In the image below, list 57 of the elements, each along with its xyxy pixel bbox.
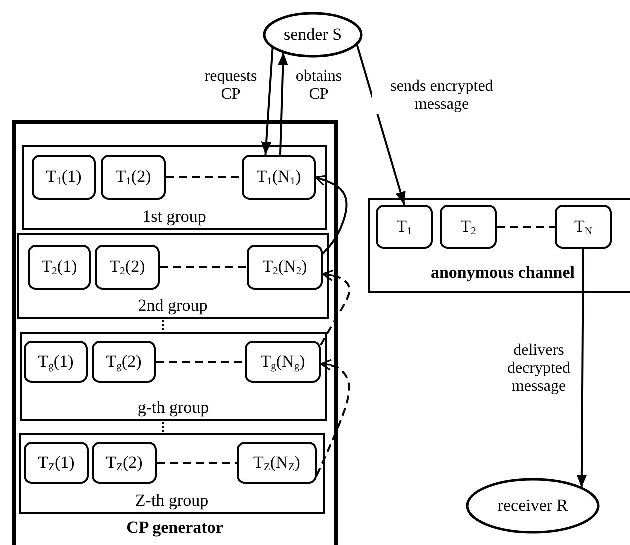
rounded-box xyxy=(92,442,157,484)
group-label: 2nd group xyxy=(137,296,209,316)
node-label: T$_{2}$ xyxy=(460,216,476,238)
arrow xyxy=(278,52,288,156)
rounded-box xyxy=(24,442,89,484)
node-label: T$_{2}$(N$_{2}$) xyxy=(262,257,308,278)
node-label: T$_{g}$(2) xyxy=(106,352,142,372)
node-label: T$_{1}$(N$_{1}$) xyxy=(256,167,302,188)
ellipse-node xyxy=(466,478,600,534)
node-label: receiver R xyxy=(498,496,568,516)
arrow xyxy=(320,270,351,346)
node-label: T$_{2}$(2) xyxy=(110,257,146,278)
arrow xyxy=(315,175,348,255)
rounded-box xyxy=(237,442,317,484)
group-label: CP generator xyxy=(126,518,224,538)
node-label: T$_{Z}$(2) xyxy=(106,452,143,474)
rounded-box xyxy=(376,205,433,249)
group-box xyxy=(17,233,329,319)
arrow xyxy=(576,249,588,488)
node-label: T$_{Z}$(N$_{Z}$) xyxy=(254,452,300,474)
connector-line xyxy=(497,226,555,228)
group-label: g-th group xyxy=(136,398,210,418)
node-label: T$_{1}$(1) xyxy=(46,167,82,188)
rounded-box xyxy=(24,341,88,383)
rounded-box xyxy=(32,155,96,200)
generator-frame xyxy=(12,120,338,545)
rounded-box xyxy=(101,155,166,200)
node-label: T$_{Z}$(1) xyxy=(38,452,75,474)
rounded-box xyxy=(245,341,321,383)
group-label: anonymous channel xyxy=(430,263,576,283)
rounded-box xyxy=(95,245,160,290)
rounded-box xyxy=(247,245,323,290)
group-box xyxy=(368,198,630,293)
rounded-box xyxy=(440,205,497,249)
node-label: T$_{1}$ xyxy=(396,216,412,238)
node-label: sender S xyxy=(284,25,342,45)
node-label: T$_{N}$ xyxy=(574,216,592,238)
ellipse-node xyxy=(263,12,363,58)
group-box xyxy=(22,145,327,230)
node-label: T$_{g}$(N$_{g}$) xyxy=(260,352,306,372)
node-label: T$_{g}$(1) xyxy=(38,352,74,372)
rounded-box xyxy=(555,205,612,249)
rounded-box xyxy=(242,155,316,200)
rounded-box xyxy=(92,341,156,383)
connector-line xyxy=(160,266,247,268)
rounded-box xyxy=(28,245,91,290)
node-label: T$_{1}$(2) xyxy=(116,167,152,188)
group-label: 1st group xyxy=(142,207,208,227)
group-box xyxy=(20,332,327,421)
connector-line xyxy=(156,361,245,363)
arrow xyxy=(356,44,406,206)
arrow xyxy=(261,48,274,156)
group-label: Z-th group xyxy=(134,491,210,511)
group-box xyxy=(19,433,325,514)
connector-line xyxy=(166,176,242,178)
node-label: T$_{2}$(1) xyxy=(42,257,78,278)
connector-line xyxy=(157,462,237,464)
